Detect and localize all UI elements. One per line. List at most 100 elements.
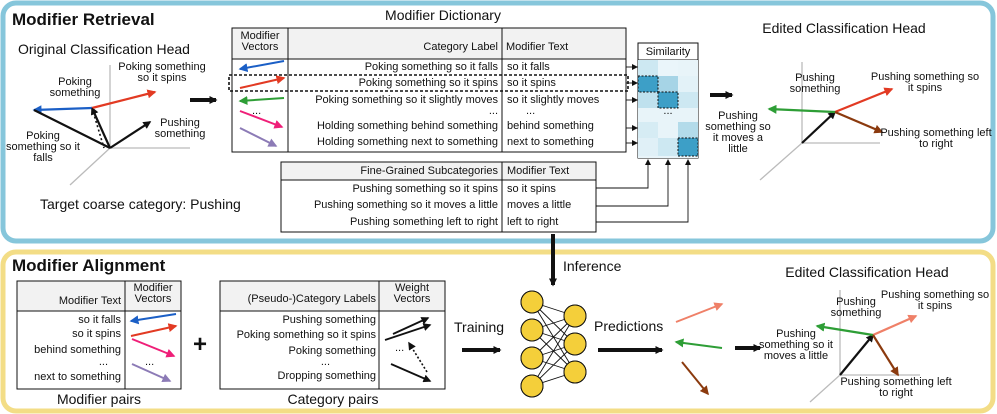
alignment-panel	[0, 249, 996, 414]
category-pair-label: Poking something	[288, 345, 376, 357]
modifier-pairs-caption: Modifier pairs	[56, 391, 142, 407]
similarity-title: Similarity	[645, 46, 691, 58]
dict-row-modifier: so it slightly moves	[507, 94, 600, 106]
modifier-pairs-header-vectors: Modifier Vectors	[133, 282, 173, 305]
edited-label-spins: Pushing something so it spins	[870, 71, 980, 94]
weight-vector-2	[384, 323, 432, 341]
edited2-spins-vector	[872, 314, 918, 337]
modifier-pair-text: so it spins	[72, 328, 121, 340]
fine-grained-modifier-header: Modifier Text	[507, 165, 570, 177]
dict-vector-next	[239, 127, 278, 147]
plus-sign: +	[192, 331, 208, 358]
category-pair-label: Pushing something	[282, 314, 376, 326]
dict-row-modifier: so it spins	[507, 77, 556, 89]
category-pairs-caption: Category pairs	[287, 391, 379, 407]
fine-grained-row-modifier: left to right	[507, 216, 559, 228]
orig-spins-vector	[91, 89, 157, 110]
original-head-title: Original Classification Head	[18, 41, 190, 57]
orig-pushing-vector	[109, 121, 152, 149]
edited-label-moves: Pushing something so it moves a little	[705, 110, 771, 155]
pair-vector-behind	[131, 338, 176, 358]
orig-label-poking-falls: Poking something so it falls	[6, 130, 80, 164]
nn-nodes-front	[520, 290, 587, 398]
edited2-label-pushing: Pushing something	[830, 296, 882, 319]
orig-label-poking-spins: Poking something so it spins	[118, 61, 206, 84]
alignment-title: Modifier Alignment	[12, 256, 166, 275]
edited2-moves-vector	[815, 322, 874, 337]
category-pair-label: ...	[320, 356, 330, 368]
predictions-label: Predictions	[594, 318, 664, 334]
edited-head-axes-top	[759, 62, 880, 181]
inference-label: Inference	[563, 258, 622, 274]
edited-head-axes-bottom	[809, 290, 920, 403]
category-pairs-header-labels: (Pseudo-)Category Labels	[247, 293, 376, 305]
fine-grained-row-modifier: so it spins	[507, 183, 556, 195]
modifier-pairs-table	[16, 280, 182, 390]
edited-label-leftright: Pushing something left to right	[880, 127, 992, 150]
fine-grained-row-label: Pushing something so it spins	[352, 183, 498, 195]
modifier-pair-vectors-ellipsis: ...	[145, 356, 155, 368]
dict-row-modifier: behind something	[507, 120, 594, 132]
pred-vector-leftright	[681, 361, 709, 396]
edited2-label-moves: Pushing something so it moves a little	[759, 328, 833, 362]
modifier-pairs-header-text: Modifier Text	[58, 295, 121, 307]
retrieval-panel	[0, 0, 996, 244]
training-label: Training	[454, 319, 505, 335]
fine-grained-header: Fine-Grained Subcategories	[360, 165, 498, 177]
edited-head-title: Edited Classification Head	[762, 20, 926, 36]
dict-row-category: Holding something next to something	[317, 136, 498, 148]
edited2-label-spins: Pushing something so it spins	[880, 289, 990, 312]
edited-head-title-bottom: Edited Classification Head	[785, 264, 949, 280]
dict-vectors-ellipsis: ...	[252, 105, 262, 117]
weight-vector-1	[392, 317, 430, 335]
fine-grained-table	[280, 161, 597, 233]
edited-leftright-vector	[834, 110, 884, 134]
edited2-leftright-vector	[872, 334, 899, 377]
dict-header-modifier: Modifier Text	[506, 41, 569, 53]
modifier-pair-text: ...	[98, 356, 108, 368]
orig-label-pushing: Pushing something	[154, 117, 206, 140]
fine-grained-row-modifier: moves a little	[507, 199, 572, 211]
dict-vector-slightly	[238, 96, 285, 105]
dict-to-similarity-arrows	[626, 64, 638, 146]
modifier-pair-text: behind something	[34, 344, 121, 356]
similarity-matrix	[637, 42, 699, 159]
dict-vector-spins	[239, 75, 286, 89]
pair-vector-spins	[130, 323, 178, 337]
edited-spins-vector	[834, 87, 894, 114]
dict-row-modifier: ...	[526, 105, 536, 117]
dict-row-category: Poking something so it slightly moves	[315, 94, 498, 106]
category-pair-label: Poking something so it spins	[236, 329, 376, 341]
category-pairs-header-vectors: Weight Vectors	[393, 282, 431, 305]
weight-vector-4	[390, 363, 432, 383]
category-pair-label: Dropping something	[277, 370, 376, 382]
dict-vector-falls	[238, 60, 285, 73]
dict-row-category: Poking something so it spins	[358, 77, 498, 89]
category-pair-vectors-ellipsis: ...	[395, 342, 405, 354]
fine-grained-row-label: Pushing something left to right	[350, 216, 498, 228]
edited-moves-vector	[767, 104, 836, 114]
dict-row-category: ...	[488, 105, 498, 117]
retrieval-title: Modifier Retrieval	[12, 10, 155, 29]
edited-pushing-vector	[801, 110, 837, 144]
similarity-ellipsis: ...	[663, 105, 673, 117]
dictionary-table	[228, 27, 629, 153]
fine-grained-to-similarity-arrows	[596, 159, 691, 223]
dict-row-category: Poking something so it falls	[364, 61, 498, 73]
modifier-pair-text: so it falls	[78, 314, 121, 326]
edited2-label-leftright: Pushing something left to right	[840, 376, 952, 399]
dictionary-title: Modifier Dictionary	[385, 7, 501, 23]
pred-vector-moves	[674, 338, 723, 349]
pair-vector-next	[131, 363, 172, 383]
edited2-pushing-vector	[839, 333, 874, 376]
dict-vector-behind	[239, 110, 284, 129]
orig-falls-vector	[32, 105, 93, 115]
dict-header-vectors: Modifier Vectors	[240, 30, 280, 53]
dict-row-modifier: so it falls	[507, 61, 550, 73]
pred-vector-spins	[675, 302, 724, 323]
dict-header-category: Category Label	[423, 41, 498, 53]
weight-vector-3	[408, 341, 428, 373]
original-head-axes	[69, 65, 190, 186]
